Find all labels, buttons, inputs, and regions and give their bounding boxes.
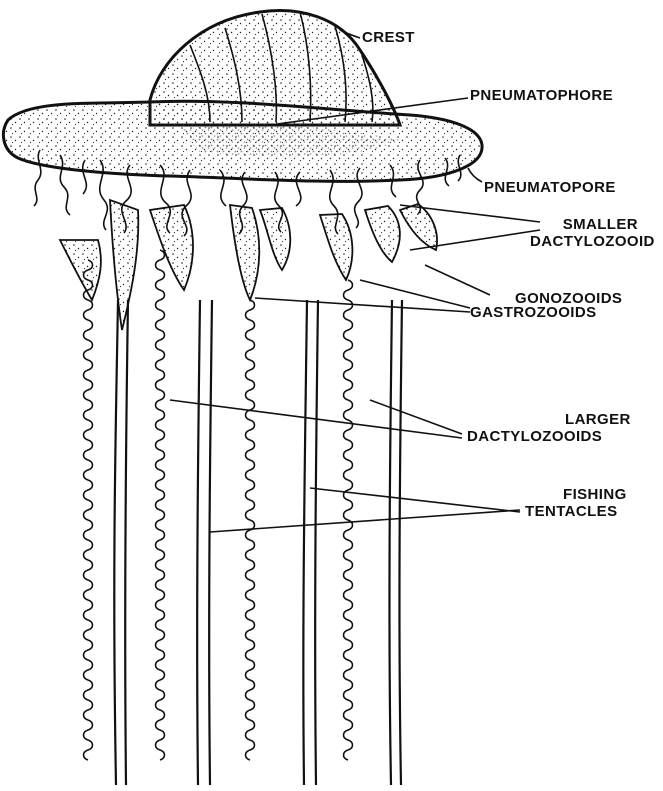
- straight-tentacles: [114, 300, 402, 785]
- label-pneumatopore: PNEUMATOPORE: [484, 179, 616, 196]
- label-dactylozooid: DACTYLOZOOID: [530, 233, 655, 250]
- label-smaller: SMALLER: [528, 216, 638, 233]
- label-larger: LARGER: [565, 411, 631, 428]
- label-gastrozooids: GASTROZOOIDS: [470, 304, 596, 321]
- coiled-tentacle-2: [156, 250, 165, 760]
- label-fishing: FISHING: [563, 486, 627, 503]
- label-pneumatophore: PNEUMATOPHORE: [470, 87, 613, 104]
- label-crest: CREST: [362, 29, 415, 46]
- coiled-tentacle-4: [344, 280, 353, 760]
- coiled-tentacle-1: [84, 260, 93, 760]
- label-tentacles: TENTACLES: [525, 503, 618, 520]
- label-dactylozooids: DACTYLOZOOIDS: [467, 428, 602, 445]
- coiled-tentacles: [84, 250, 353, 760]
